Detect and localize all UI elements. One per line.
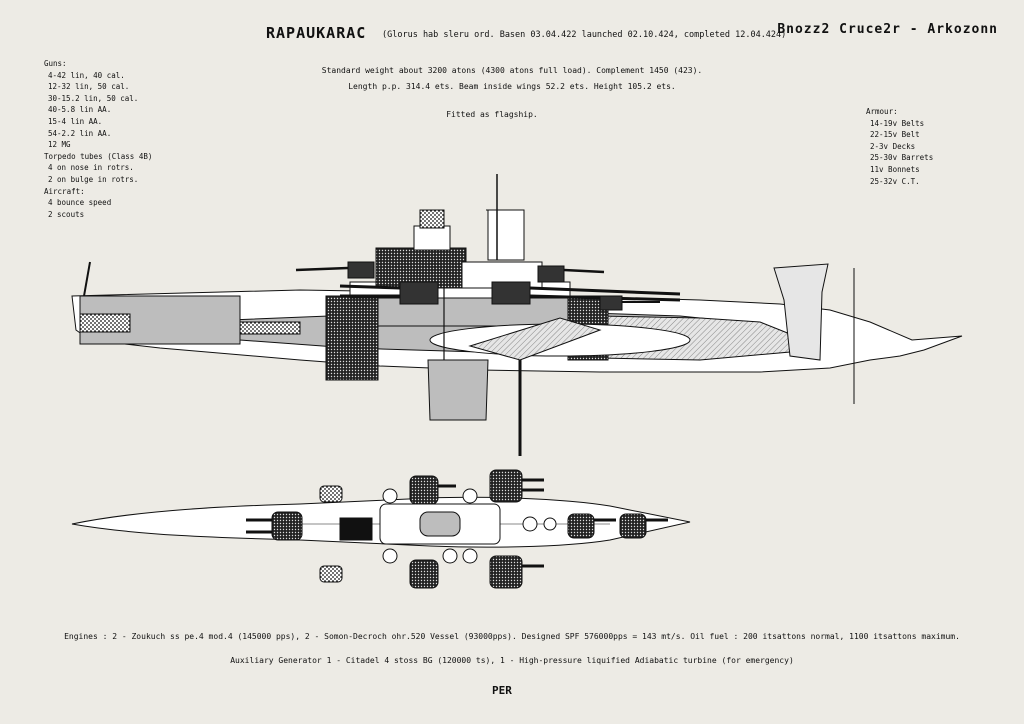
plan-turret <box>246 511 303 541</box>
bow-vents <box>239 321 301 335</box>
plan-turret <box>409 475 456 505</box>
side-inner-wedge <box>468 317 602 361</box>
torpedo-heading: Torpedo tubes (Class 4B) <box>44 151 153 161</box>
side-profile <box>71 174 963 456</box>
spec-line-2: Length p.p. 314.4 ets. Beam inside wings… <box>348 82 676 91</box>
plan-view <box>71 469 691 589</box>
armour-list: Armour: 14-19v Belts 22-15v Belt 2-3v De… <box>866 106 933 187</box>
engines-line: Engines : 2 - Zoukuch ss pe.4 mod.4 (145… <box>64 632 960 641</box>
torpedo-item: 2 on bulge in rotrs. <box>48 174 139 184</box>
plan-turret <box>319 485 343 583</box>
bow-dots <box>79 313 131 333</box>
spec-line-1: Standard weight about 3200 atons (4300 a… <box>321 66 703 75</box>
aircraft-heading: Aircraft: <box>44 186 85 196</box>
plan-turret <box>489 555 544 589</box>
torpedo-item: 4 on nose in rotrs. <box>48 163 134 173</box>
citadel-front <box>325 295 379 381</box>
side-turret <box>599 295 660 311</box>
armour-item: 14-19v Belts <box>870 118 925 128</box>
plan-turret <box>567 513 616 539</box>
gun-item: 12-32 lin, 50 cal. <box>48 82 130 92</box>
armour-item: 22-15v Belt <box>870 130 920 140</box>
gun-item: 12 MG <box>48 140 71 150</box>
guns-heading: Guns: <box>44 59 67 68</box>
plan-turret <box>619 513 668 539</box>
gun-item: 4-42 lin, 40 cal. <box>48 70 125 80</box>
plan-turret <box>489 469 544 503</box>
keel-block <box>427 359 489 421</box>
bridge-top <box>419 209 445 229</box>
funnel <box>487 209 525 261</box>
side-turret <box>339 281 439 305</box>
armour-item: 11v Bonnets <box>870 164 920 174</box>
bridge-upper <box>413 225 451 251</box>
armour-heading: Armour: <box>866 107 898 116</box>
corner-label: Bnozz2 Cruce2r - Arkozonn <box>777 22 998 37</box>
plan-bridge <box>339 517 373 541</box>
armour-item: 25-32v C.T. <box>870 176 920 186</box>
gun-item: 40-5.8 lin AA. <box>48 105 112 115</box>
armour-item: 25-30v Barrets <box>870 153 934 163</box>
side-turret <box>537 265 605 283</box>
spec-line-3: Fitted as flagship. <box>446 110 538 119</box>
signature: PER <box>492 684 512 697</box>
aircraft-item: 2 scouts <box>48 209 85 219</box>
drawing-title: RAPAUKARAC <box>266 24 367 42</box>
aircraft-item: 4 bounce speed <box>48 198 112 208</box>
tail-fin <box>773 263 829 361</box>
side-turret <box>295 261 375 279</box>
gun-item: 54-2.2 lin AA. <box>48 128 112 138</box>
gun-item: 15-4 lin AA. <box>48 116 103 126</box>
plan-turret <box>409 559 439 589</box>
auxiliary-line: Auxiliary Generator 1 - Citadel 4 stoss … <box>230 656 794 665</box>
drawing-subtitle: (Glorus hab sleru ord. Basen 03.04.422 l… <box>382 30 787 40</box>
armour-item: 2-3v Decks <box>870 141 916 151</box>
gun-item: 30-15.2 lin, 50 cal. <box>48 93 139 103</box>
armament-list: Guns: 4-42 lin, 40 cal. 12-32 lin, 50 ca… <box>44 58 152 220</box>
